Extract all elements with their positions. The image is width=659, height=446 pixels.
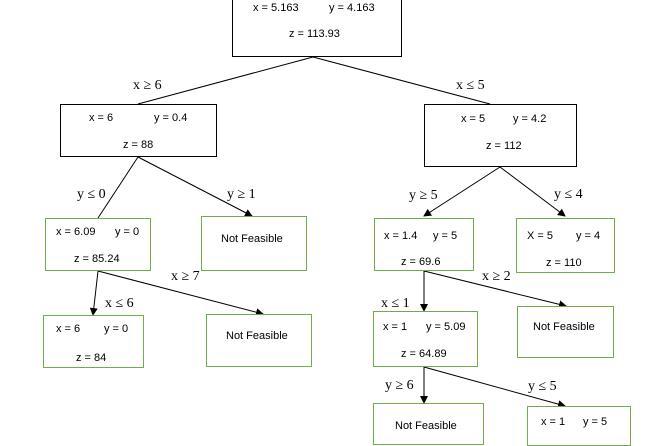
edge-ll-llr [97,270,264,317]
node-left-y-value: y = 0.4 [154,112,188,124]
node-rll-y-value: y = 5.09 [426,321,466,333]
node-rl-z-value: z = 69.6 [401,256,441,268]
root-x-value: x = 5.163 [253,2,299,14]
node-right-z-value: z = 112 [486,140,522,152]
branch-label-root-right: x ≤ 5 [456,78,485,93]
node-rlll-not-feasible: Not Feasible [373,403,484,445]
node-rlll-label: Not Feasible [395,420,457,432]
branch-label-left-right: y ≥ 1 [227,187,256,202]
node-rl: x = 1.4 y = 5 z = 69.6 [374,218,474,271]
node-rr-z-value: z = 110 [546,257,582,269]
node-right: x = 5 y = 4.2 z = 112 [424,104,577,167]
root-z-value: z = 113.93 [289,28,340,40]
node-lll-y-value: y = 0 [104,323,129,335]
branch-label-left-left: y ≤ 0 [77,187,106,202]
branch-label-rll-right: y ≤ 5 [528,379,557,394]
node-left: x = 6 y = 0.4 z = 88 [60,104,217,157]
node-rl-y-value: y = 5 [433,230,458,242]
node-right-y-value: y = 4.2 [513,113,547,125]
branch-label-rl-left: x ≤ 1 [381,296,410,311]
node-rr-x-value: X = 5 [527,230,553,242]
node-rllr-y-value: y = 5 [583,416,608,428]
node-rllr-x-value: x = 1 [541,416,566,428]
node-ll-z-value: z = 85.24 [74,253,120,265]
edge-right-rr [499,166,566,217]
branch-label-root-left: x ≥ 6 [133,78,162,93]
node-rl-x-value: x = 1.4 [384,230,418,242]
node-rr: X = 5 y = 4 z = 110 [516,218,615,273]
node-rlr-not-feasible: Not Feasible [517,306,614,358]
node-lll-z-value: z = 84 [76,352,107,364]
branch-label-right-right: y ≤ 4 [554,187,583,202]
node-ll: x = 6.09 y = 0 z = 85.24 [45,218,151,271]
branch-label-ll-right: x ≥ 7 [171,269,200,284]
node-left-z-value: z = 88 [123,139,154,151]
node-lll-x-value: x = 6 [56,323,81,335]
edge-left-lr [137,156,253,217]
node-rll-x-value: x = 1 [383,321,408,333]
root-y-value: y = 4.163 [329,2,375,14]
edge-rll-rllr [423,366,566,408]
node-right-x-value: x = 5 [461,113,486,125]
node-llr-not-feasible: Not Feasible [206,314,312,367]
branch-label-rl-right: x ≥ 2 [482,269,511,284]
node-rll-z-value: z = 64.89 [401,348,447,360]
edge-right-rl [423,166,501,217]
edge-root-right [312,56,491,105]
node-rr-y-value: y = 4 [576,230,601,242]
node-root: x = 5.163 y = 4.163 z = 113.93 [232,0,402,57]
node-rllr: x = 1 y = 5 [527,406,631,446]
node-lr-not-feasible: Not Feasible [201,216,307,271]
node-rll: x = 1 y = 5.09 z = 64.89 [373,311,478,367]
node-rlr-label: Not Feasible [533,321,595,333]
edge-root-left [137,56,314,105]
node-lr-label: Not Feasible [221,233,283,245]
node-lll: x = 6 y = 0 z = 84 [43,315,144,368]
node-ll-x-value: x = 6.09 [56,226,96,238]
branch-label-rll-left: y ≥ 6 [385,378,414,393]
branch-label-ll-left: x ≤ 6 [105,296,134,311]
node-left-x-value: x = 6 [89,112,114,124]
edge-ll-lll [89,270,99,316]
node-ll-y-value: y = 0 [115,226,140,238]
node-llr-label: Not Feasible [226,330,288,342]
edge-rl-rlr [423,270,567,309]
edge-left-ll [97,156,139,219]
branch-label-right-left: y ≥ 5 [409,188,438,203]
